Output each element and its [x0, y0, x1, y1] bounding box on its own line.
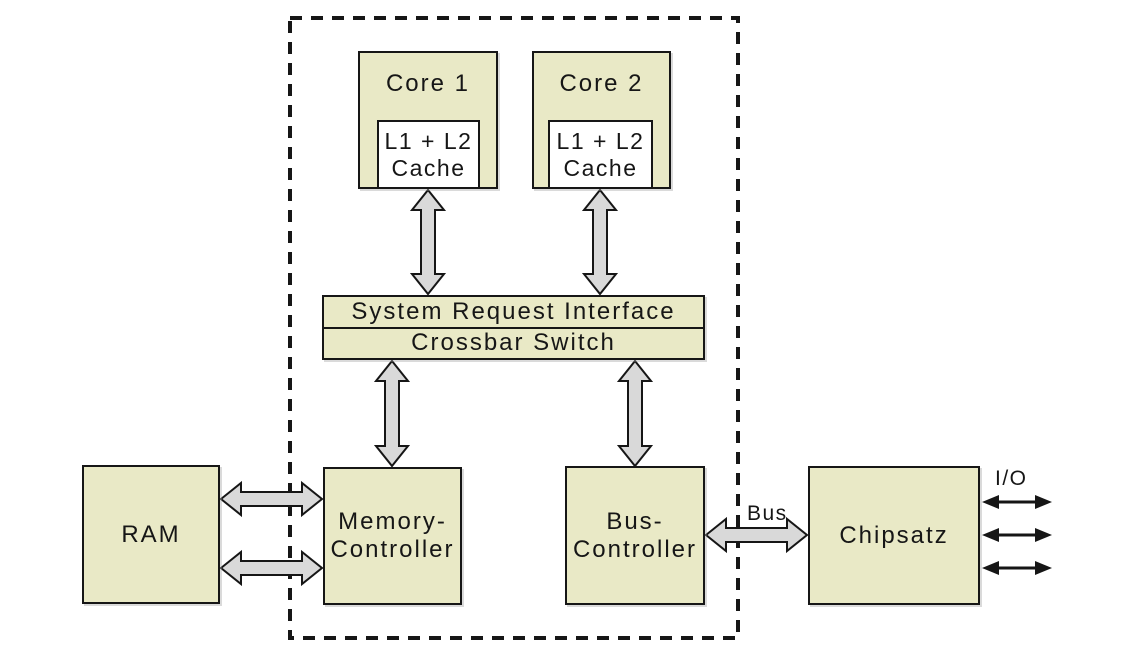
sri-crossbar-stack: System Request Interface Crossbar Switch	[322, 295, 705, 360]
memory-controller-box: Memory- Controller	[323, 467, 462, 605]
core1-cache-box: L1 + L2 Cache	[377, 120, 480, 189]
chipsatz-box: Chipsatz	[808, 466, 980, 605]
core2-label: Core 2	[559, 70, 644, 97]
crossbar-switch-label: Crossbar Switch	[411, 329, 616, 357]
core1-sri-arrow	[409, 188, 447, 296]
crossbar-bus-arrow	[616, 359, 654, 468]
chipsatz-label: Chipsatz	[839, 521, 949, 549]
bus-label: Bus	[747, 502, 788, 525]
core1-cache-label: L1 + L2 Cache	[384, 127, 473, 181]
io-arrow-2	[982, 528, 1052, 542]
bus-chipsatz-arrow	[704, 516, 809, 554]
bus-controller-label: Bus- Controller	[572, 507, 698, 563]
core2-sri-arrow	[581, 188, 619, 296]
ram-memory-arrow-lower	[219, 549, 324, 587]
system-request-interface-label: System Request Interface	[351, 297, 676, 325]
core2-cache-box: L1 + L2 Cache	[548, 120, 653, 189]
io-label: I/O	[995, 467, 1028, 490]
cpu-die-dashed-boundary	[288, 16, 740, 640]
ram-label: RAM	[121, 520, 181, 548]
core2-cache-label: L1 + L2 Cache	[556, 127, 645, 181]
crossbar-memory-arrow	[373, 359, 411, 468]
io-arrow-1	[982, 495, 1052, 509]
bus-controller-box: Bus- Controller	[565, 466, 705, 605]
ram-memory-arrow-upper	[219, 480, 324, 518]
io-arrow-3	[982, 561, 1052, 575]
memory-controller-label: Memory- Controller	[330, 508, 455, 563]
core1-label: Core 1	[385, 70, 471, 97]
system-request-interface-bar: System Request Interface	[324, 297, 703, 327]
ram-box: RAM	[82, 465, 220, 604]
crossbar-switch-bar: Crossbar Switch	[324, 326, 703, 359]
